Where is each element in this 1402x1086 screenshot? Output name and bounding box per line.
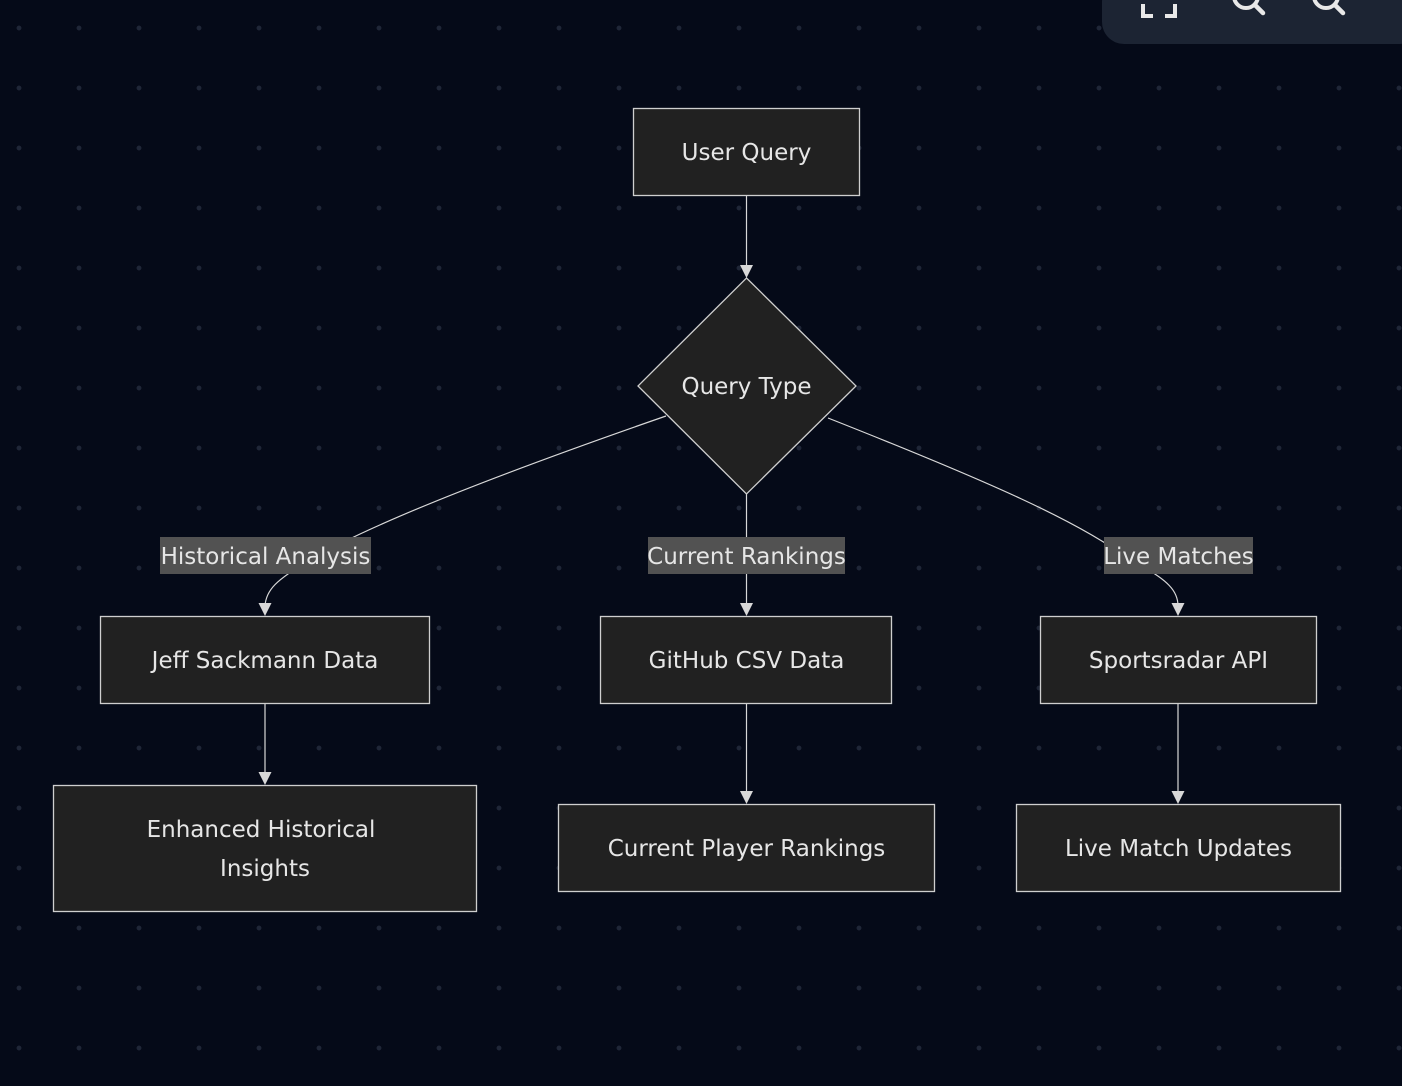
svg-text:Enhanced Historical: Enhanced Historical bbox=[147, 817, 376, 843]
zoom-out-button[interactable] bbox=[1306, 0, 1352, 24]
edge-label-historical-analysis: Historical Analysis bbox=[160, 537, 371, 574]
node-live-match-updates[interactable]: Live Match Updates bbox=[1015, 803, 1342, 893]
edge-user-to-query-type bbox=[740, 196, 753, 278]
svg-text:Current Player Rankings: Current Player Rankings bbox=[608, 836, 886, 862]
node-user-query[interactable]: User Query bbox=[632, 107, 861, 197]
node-jeff-sackmann-data[interactable]: Jeff Sackmann Data bbox=[99, 615, 431, 705]
node-enhanced-historical-insights[interactable]: Enhanced Historical Insights bbox=[52, 784, 478, 913]
node-github-csv-data[interactable]: GitHub CSV Data bbox=[599, 615, 893, 705]
edge-jeff-to-enhanced bbox=[258, 704, 272, 785]
svg-text:Live Matches: Live Matches bbox=[1103, 544, 1254, 570]
svg-text:Sportsradar API: Sportsradar API bbox=[1089, 648, 1268, 674]
zoom-toolbar bbox=[1102, 0, 1402, 44]
svg-text:Query Type: Query Type bbox=[681, 374, 811, 400]
svg-text:Live Match Updates: Live Match Updates bbox=[1065, 836, 1292, 862]
svg-text:User Query: User Query bbox=[682, 140, 812, 166]
svg-text:Current Rankings: Current Rankings bbox=[647, 544, 846, 570]
zoom-out-icon bbox=[1309, 0, 1349, 26]
fullscreen-button[interactable] bbox=[1136, 0, 1182, 24]
fullscreen-icon bbox=[1139, 0, 1179, 26]
svg-text:Insights: Insights bbox=[220, 856, 310, 882]
edge-query-type-to-historical bbox=[258, 415, 667, 616]
zoom-in-button[interactable] bbox=[1226, 0, 1272, 24]
node-current-player-rankings[interactable]: Current Player Rankings bbox=[557, 803, 936, 893]
zoom-in-icon bbox=[1229, 0, 1269, 26]
svg-text:GitHub CSV Data: GitHub CSV Data bbox=[649, 648, 845, 674]
edge-sportsradar-to-live bbox=[1171, 704, 1185, 804]
node-sportsradar-api[interactable]: Sportsradar API bbox=[1039, 615, 1318, 705]
edge-label-live-matches: Live Matches bbox=[1103, 537, 1254, 574]
edge-query-type-to-live bbox=[827, 417, 1185, 616]
svg-text:Jeff Sackmann Data: Jeff Sackmann Data bbox=[150, 648, 379, 674]
svg-text:Historical Analysis: Historical Analysis bbox=[161, 544, 371, 570]
edge-github-to-rankings bbox=[740, 704, 753, 804]
edge-label-current-rankings: Current Rankings bbox=[647, 537, 846, 574]
node-query-type-decision[interactable]: Query Type bbox=[637, 277, 857, 495]
